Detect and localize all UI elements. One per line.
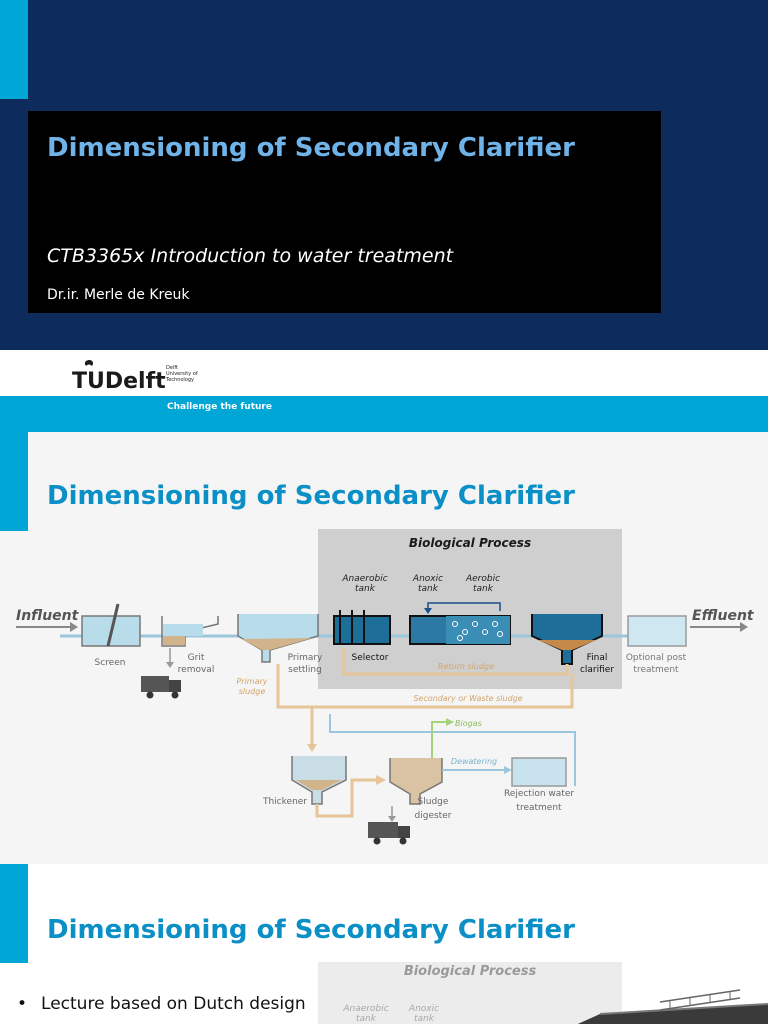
rejection-water-unit bbox=[511, 757, 567, 787]
thickener-label: Thickener bbox=[262, 797, 307, 807]
faded-diagram: Biological Process Anaerobic tank Anoxic… bbox=[318, 962, 622, 1024]
waste-sludge-label: Secondary or Waste sludge bbox=[413, 694, 522, 703]
diagram-slide: Dimensioning of Secondary Clarifier Biol… bbox=[0, 432, 768, 864]
digester-drain-arrow-icon bbox=[388, 816, 396, 822]
grit-removal-unit bbox=[161, 616, 219, 668]
grit-label-1: Grit bbox=[188, 653, 205, 663]
rejection-label-2: treatment bbox=[516, 803, 562, 813]
clarifier-tank-illustration bbox=[577, 989, 768, 1024]
effluent-label: Effluent bbox=[692, 608, 755, 624]
faded-panel-title: Biological Process bbox=[403, 964, 537, 979]
reject-water-line bbox=[329, 714, 576, 786]
course-subtitle: CTB3365x Introduction to water treatment bbox=[47, 245, 454, 267]
return-sludge-line bbox=[342, 648, 569, 676]
thickener-arrow-icon bbox=[376, 775, 386, 785]
logo-wordmark: TUDelft bbox=[72, 369, 166, 392]
digester-label-2: digester bbox=[415, 811, 452, 821]
logo-small-line2: University of bbox=[166, 371, 198, 377]
logo-small-line1: Delft bbox=[166, 365, 178, 371]
tagline-band: Challenge the future bbox=[0, 396, 768, 432]
slide-title: Dimensioning of Secondary Clarifier bbox=[47, 133, 575, 163]
faded-anaerobic-line2: tank bbox=[356, 1014, 376, 1024]
final-label-1: Final bbox=[587, 653, 608, 663]
biogas-arrow-icon bbox=[446, 718, 454, 726]
primary-sludge-label-2: sludge bbox=[239, 687, 266, 696]
biogas-label: Biogas bbox=[455, 719, 482, 728]
influent-label: Influent bbox=[16, 608, 80, 624]
digester-label-1: Sludge bbox=[418, 797, 449, 807]
primary-label-1: Primary bbox=[288, 653, 323, 663]
waste-sludge-line bbox=[276, 664, 574, 709]
bullet-text: Lecture based on Dutch design bbox=[41, 994, 306, 1014]
influent-arrow-icon bbox=[16, 622, 78, 632]
anoxic-label-1: Anoxic bbox=[412, 574, 443, 584]
logo-band: TUDelft Delft University of Technology bbox=[0, 350, 768, 396]
tagline: Challenge the future bbox=[167, 402, 272, 412]
biogas-line bbox=[431, 721, 448, 758]
title-box: Dimensioning of Secondary Clarifier CTB3… bbox=[28, 111, 661, 313]
rejection-label-1: Rejection water bbox=[504, 789, 574, 799]
author-name: Dr.ir. Merle de Kreuk bbox=[47, 287, 190, 303]
dewatering-label: Dewatering bbox=[451, 757, 497, 766]
content-slide: Dimensioning of Secondary Clarifier Biol… bbox=[0, 864, 768, 1024]
primary-settling-unit bbox=[237, 614, 319, 663]
screen-label: Screen bbox=[95, 658, 126, 668]
anaerobic-label-1: Anaerobic bbox=[341, 574, 387, 584]
sludge-down-arrow-icon bbox=[307, 744, 317, 752]
accent-bar bbox=[0, 432, 28, 531]
faded-anaerobic-label: Anaerobic tank bbox=[338, 1004, 394, 1024]
aerobic-label-1: Aerobic bbox=[465, 574, 500, 584]
final-label-2: clarifier bbox=[580, 665, 614, 675]
faded-anoxic-label: Anoxic tank bbox=[404, 1004, 444, 1024]
bullet-item: • Lecture based on Dutch design bbox=[17, 994, 306, 1014]
return-sludge-label: Return sludge bbox=[438, 662, 494, 671]
optional-label-2: treatment bbox=[633, 665, 679, 675]
faded-anoxic-line2: tank bbox=[414, 1014, 434, 1024]
logo-small-line3: Technology bbox=[165, 377, 194, 383]
title-slide: Dimensioning of Secondary Clarifier CTB3… bbox=[0, 0, 768, 432]
effluent-arrow-icon bbox=[690, 622, 748, 632]
truck-icon bbox=[368, 822, 410, 845]
accent-bar bbox=[0, 864, 28, 963]
primary-label-2: settling bbox=[288, 665, 322, 675]
slide-title: Dimensioning of Secondary Clarifier bbox=[47, 915, 575, 945]
faded-anoxic-line1: Anoxic bbox=[408, 1004, 440, 1014]
accent-bar bbox=[0, 0, 28, 99]
sludge-digester-unit bbox=[389, 758, 443, 805]
anoxic-label-2: tank bbox=[418, 584, 439, 594]
panel-title: Biological Process bbox=[409, 536, 531, 550]
bullet-dot-icon: • bbox=[17, 994, 28, 1014]
dewatering-arrow-icon bbox=[504, 766, 512, 774]
selector-label: Selector bbox=[352, 653, 389, 663]
thickener-outlet-line bbox=[315, 778, 378, 818]
grit-label-2: removal bbox=[178, 665, 215, 675]
primary-sludge-label-1: Primary bbox=[236, 677, 267, 686]
aerobic-label-2: tank bbox=[473, 584, 494, 594]
truck-icon bbox=[141, 676, 181, 699]
selector-tank bbox=[333, 610, 391, 645]
slide-title: Dimensioning of Secondary Clarifier bbox=[47, 481, 575, 511]
anoxic-aerobic-tank bbox=[409, 602, 511, 645]
optional-label-1: Optional post bbox=[626, 653, 687, 663]
flame-icon bbox=[84, 359, 94, 366]
tudelft-logo: TUDelft Delft University of Technology bbox=[72, 359, 198, 392]
post-treatment-unit bbox=[627, 615, 687, 647]
faded-anaerobic-line1: Anaerobic bbox=[343, 1004, 389, 1014]
anaerobic-label-2: tank bbox=[355, 584, 376, 594]
screen-unit bbox=[81, 603, 141, 647]
treatment-process-diagram: Biological Process Anaerobic tank Anoxic… bbox=[16, 529, 755, 845]
